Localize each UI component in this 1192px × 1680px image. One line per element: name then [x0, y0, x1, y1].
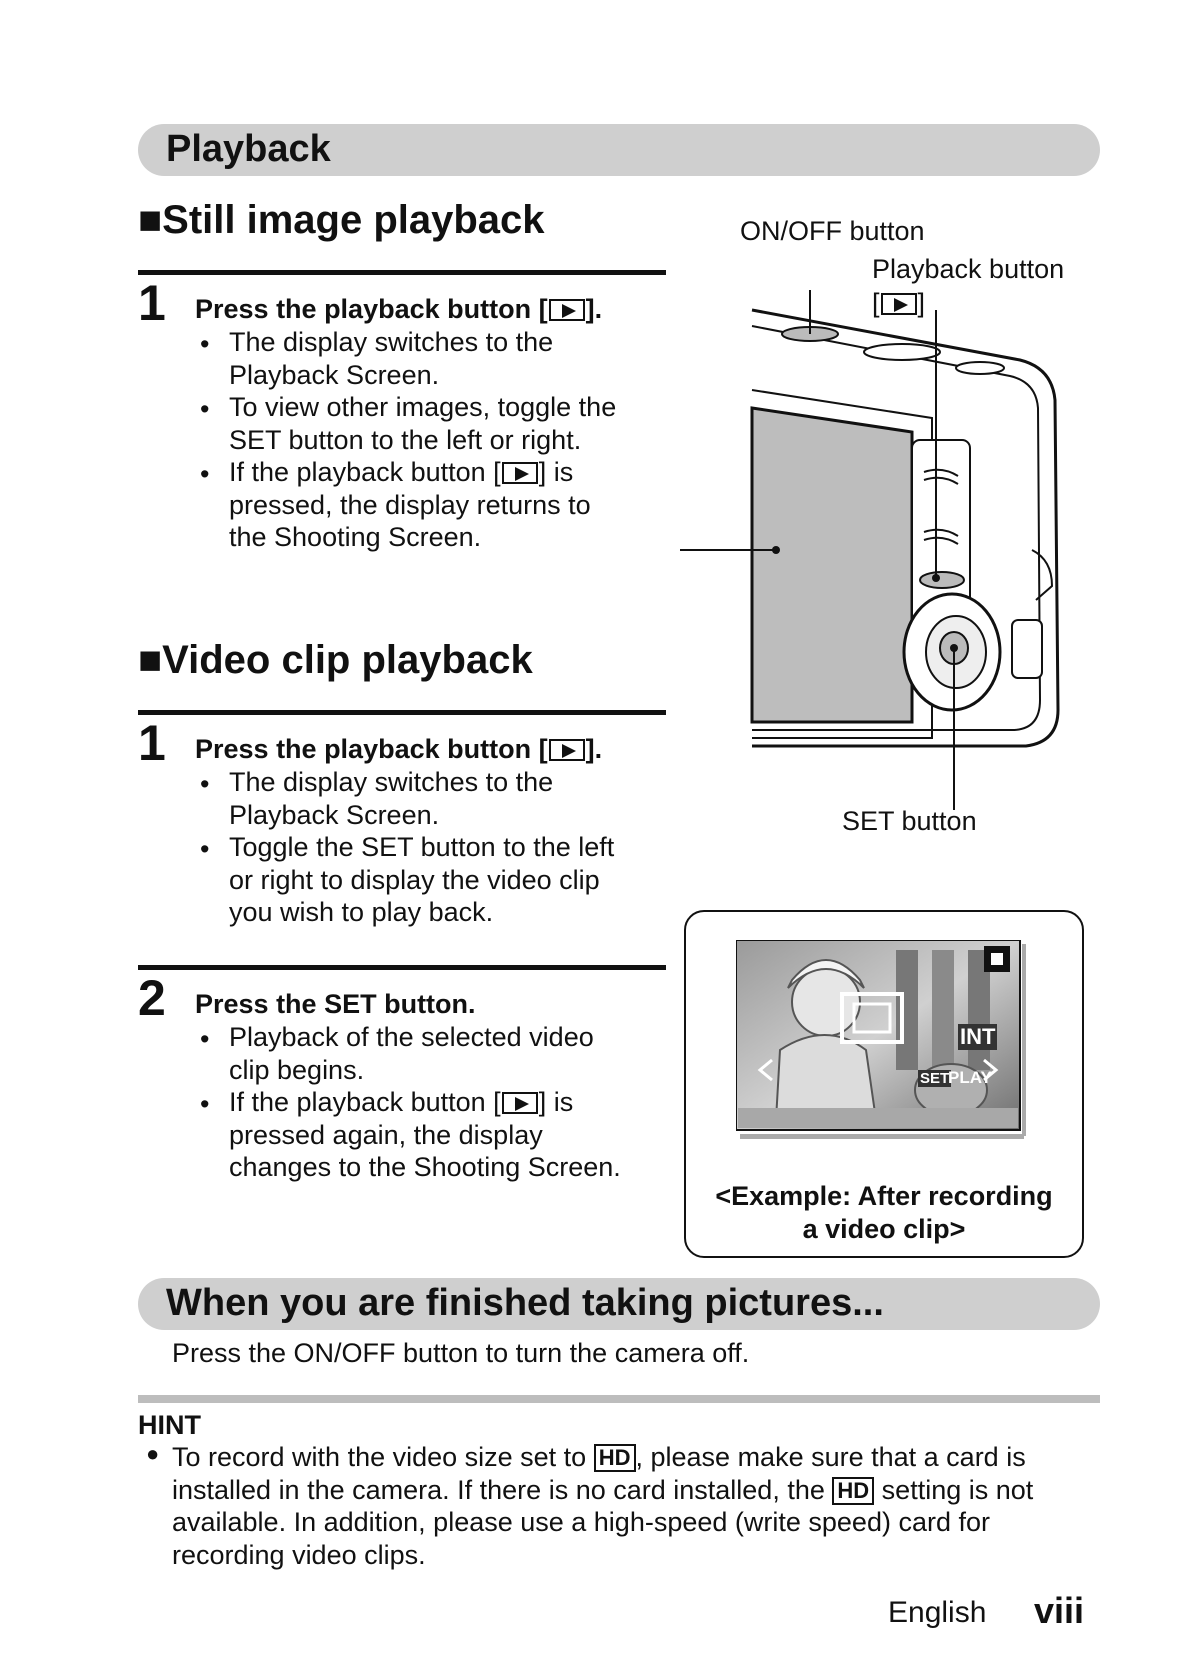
- hint-line2-pre: installed in the camera. If there is no …: [172, 1474, 825, 1505]
- bullet-dot: •: [200, 1089, 210, 1119]
- video-step2-bullet-1: Playback of the selected video clip begi…: [229, 1021, 669, 1086]
- playback-icon: [501, 1092, 538, 1114]
- video-step2-bullet-2-line3: changes to the Shooting Screen.: [229, 1152, 621, 1182]
- still-bullet-2: To view other images, toggle the SET but…: [229, 391, 669, 456]
- bullet-dot: •: [200, 769, 210, 799]
- bullet-dot: •: [200, 459, 210, 489]
- still-bullet-3-line1: If the playback button [ ] is: [229, 456, 669, 489]
- set-button-label: SET button: [842, 806, 977, 836]
- finished-section-header: When you are finished taking pictures...: [138, 1278, 1100, 1330]
- finished-instruction: Press the ON/OFF button to turn the came…: [172, 1338, 750, 1368]
- video-bullet-1-line1: The display switches to the: [229, 767, 554, 797]
- video-bullet-2: Toggle the SET button to the left or rig…: [229, 831, 669, 929]
- bullet-dot: •: [200, 329, 210, 359]
- screen-set-indicator: SET: [918, 1070, 952, 1087]
- playback-icon: [501, 462, 538, 484]
- hint-divider: [138, 1395, 1100, 1403]
- hint-line3: available. In addition, please use a hig…: [172, 1507, 990, 1537]
- video-step2-bullet-2-line1: If the playback button [ ] is: [229, 1086, 669, 1119]
- video-step2-bullet-2-pre: If the playback button [: [229, 1087, 501, 1117]
- bullet-dot: •: [200, 834, 210, 864]
- finished-section-title: When you are finished taking pictures...: [166, 1282, 884, 1324]
- playback-bracket-open: [: [872, 288, 880, 318]
- playback-icon: [880, 293, 917, 315]
- hint-line4: recording video clips.: [172, 1539, 426, 1570]
- video-bullet-1: The display switches to the Playback Scr…: [229, 766, 669, 831]
- still-bullet-1: The display switches to the Playback Scr…: [229, 326, 669, 391]
- hint-line2: installed in the camera. If there is no …: [172, 1474, 1100, 1507]
- still-bullet-3-pre: If the playback button [: [229, 457, 501, 487]
- video-step2-bullet-1-line1: Playback of the selected video: [229, 1022, 594, 1052]
- playback-section-title: Playback: [166, 128, 331, 170]
- onoff-button-label: ON/OFF button: [740, 216, 925, 246]
- still-bullet-3: If the playback button [ ] is pressed, th…: [229, 456, 669, 554]
- video-bullet-2-line1: Toggle the SET button to the left: [229, 832, 615, 862]
- video-clip-heading: ■Video clip playback: [138, 638, 533, 682]
- hint-line1-post: , please make sure that a card is: [635, 1442, 1026, 1472]
- screen-play-indicator: PLAY: [948, 1068, 992, 1087]
- still-bullet-2-line1: To view other images, toggle the: [229, 392, 617, 422]
- playback-section-header: Playback: [138, 124, 1100, 176]
- example-caption-line1: <Example: After recording: [715, 1181, 1053, 1211]
- still-bullet-1-line1: The display switches to the: [229, 327, 554, 357]
- still-step1-heading-pre: Press the playback button [: [195, 294, 548, 324]
- still-bullet-1-line2: Playback Screen.: [229, 359, 440, 390]
- video-step2-rule: [138, 965, 666, 970]
- example-caption-line2: a video clip>: [802, 1214, 966, 1244]
- int-memory-indicator: INT: [958, 1024, 998, 1050]
- still-step1-heading: Press the playback button [].: [195, 294, 602, 325]
- video-step1-rule: [138, 710, 666, 715]
- footer-language: English: [888, 1596, 987, 1629]
- video-step2-bullet-1-line2: clip begins.: [229, 1054, 365, 1085]
- hint-line1-pre: To record with the video size set to: [172, 1442, 587, 1472]
- still-bullet-2-line2: SET button to the left or right.: [229, 424, 582, 455]
- example-caption: <Example: After recording a video clip>: [686, 1180, 1082, 1246]
- still-bullet-3-line3: the Shooting Screen.: [229, 522, 482, 552]
- playback-bracket-close: ]: [917, 288, 926, 318]
- still-image-heading: ■Still image playback: [138, 198, 545, 242]
- video-step2-bullet-2: If the playback button [ ] is pressed aga…: [229, 1086, 669, 1184]
- hint-bullet: ●: [146, 1441, 160, 1466]
- video-bullet-2-line2: or right to display the video clip: [229, 864, 600, 895]
- video-step1-heading: Press the playback button [].: [195, 734, 602, 765]
- video-bullet-1-line2: Playback Screen.: [229, 799, 440, 830]
- bullet-dot: •: [200, 1024, 210, 1054]
- hd-icon: HD: [593, 1444, 636, 1472]
- playback-button-label: Playback button: [872, 254, 1065, 284]
- still-step1-heading-post: ].: [585, 294, 603, 324]
- still-step1-rule: [138, 270, 666, 275]
- hint-line2-post: setting is not: [881, 1474, 1034, 1505]
- hd-icon: HD: [832, 1476, 875, 1505]
- playback-icon: [548, 299, 585, 321]
- video-step1-heading-post: ].: [585, 734, 603, 764]
- hint-line1: To record with the video size set to HD,…: [172, 1441, 1100, 1474]
- hint-text: To record with the video size set to HD,…: [172, 1441, 1100, 1571]
- playback-button-bracket: []: [872, 288, 925, 319]
- video-step1-heading-pre: Press the playback button [: [195, 734, 548, 764]
- still-bullet-3-post: ] is: [538, 457, 574, 487]
- video-step2-bullet-2-post: ] is: [538, 1087, 574, 1117]
- hint-title: HINT: [138, 1410, 201, 1440]
- video-bullet-2-line3: you wish to play back.: [229, 897, 494, 927]
- camera-illustration: [680, 290, 1060, 810]
- footer-page-number: viii: [1034, 1590, 1085, 1631]
- playback-icon: [548, 739, 585, 761]
- video-step1-number: 1: [138, 715, 166, 771]
- still-step1-number: 1: [138, 275, 166, 331]
- video-step2-bullet-2-line2: pressed again, the display: [229, 1119, 543, 1150]
- still-bullet-3-line2: pressed, the display returns to: [229, 489, 591, 520]
- bullet-dot: •: [200, 394, 210, 424]
- example-annotation-box: INT SET PLAY <Example: After recording a…: [684, 910, 1084, 1258]
- video-step2-number: 2: [138, 970, 166, 1026]
- video-step2-heading: Press the SET button.: [195, 989, 476, 1019]
